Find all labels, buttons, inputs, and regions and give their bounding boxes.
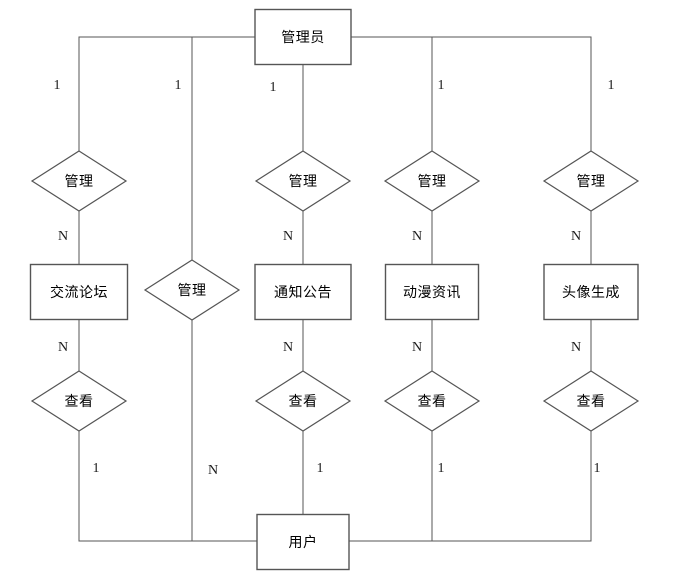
entity-label-avatar: 头像生成 [562, 284, 620, 300]
connector-admin-right-bus [351, 36, 592, 151]
relationship-label-view-forum: 查看 [64, 393, 94, 409]
connector-view-forum-to-user [78, 431, 257, 542]
cardinality-card-notice-view: N [282, 340, 294, 355]
cardinality-card-admin-anime: 1 [437, 78, 445, 93]
relationship-diamond-view-avatar[interactable] [542, 370, 640, 432]
cardinality-card-forum-view: N [57, 340, 69, 355]
cardinality-card-user-manage: N [207, 463, 219, 478]
relationship-label-view-avatar: 查看 [576, 393, 606, 409]
entity-box-avatar[interactable] [543, 263, 639, 321]
entity-box-admin[interactable] [254, 8, 352, 66]
cardinality-card-notice-manage: N [282, 229, 294, 244]
relationship-label-manage-anime: 管理 [417, 173, 447, 189]
cardinality-card-anime-manage: N [411, 229, 423, 244]
cardinality-card-anime-view: N [411, 340, 423, 355]
relationship-label-manage-user: 管理 [177, 282, 207, 298]
relationship-label-view-notice: 查看 [288, 393, 318, 409]
connector-layer [78, 36, 592, 542]
entity-label-anime: 动漫资讯 [403, 284, 461, 300]
entity-box-user[interactable] [256, 513, 350, 571]
relationship-diamond-manage-notice[interactable] [254, 150, 352, 212]
relationship-diamond-view-forum[interactable] [30, 370, 128, 432]
relationship-diamond-manage-user[interactable] [143, 259, 241, 321]
relationship-diamond-view-anime[interactable] [383, 370, 481, 432]
relationship-diamond-manage-avatar[interactable] [542, 150, 640, 212]
relationship-diamond-view-notice[interactable] [254, 370, 352, 432]
entity-label-notice: 通知公告 [274, 284, 332, 300]
cardinality-card-admin-user: 1 [174, 78, 182, 93]
cardinality-card-view-notice-user: 1 [316, 461, 324, 476]
relationship-label-view-anime: 查看 [417, 393, 447, 409]
entity-box-notice[interactable] [254, 263, 352, 321]
relationship-label-manage-forum: 管理 [64, 173, 94, 189]
relationship-label-manage-avatar: 管理 [576, 173, 606, 189]
cardinality-card-avatar-manage: N [570, 229, 582, 244]
cardinality-card-view-anime-user: 1 [437, 461, 445, 476]
relationship-diamond-manage-forum[interactable] [30, 150, 128, 212]
entity-label-forum: 交流论坛 [50, 284, 108, 300]
cardinality-card-view-forum-user: 1 [92, 461, 100, 476]
cardinality-card-admin-avatar: 1 [607, 78, 615, 93]
entity-box-forum[interactable] [29, 263, 129, 321]
relationship-label-manage-notice: 管理 [288, 173, 318, 189]
entity-box-anime[interactable] [384, 263, 480, 321]
cardinality-card-avatar-view: N [570, 340, 582, 355]
cardinality-card-view-avatar-user: 1 [593, 461, 601, 476]
relationship-diamond-manage-anime[interactable] [383, 150, 481, 212]
entity-label-user: 用户 [288, 534, 318, 550]
cardinality-card-forum-manage: N [57, 229, 69, 244]
cardinality-card-admin-forum: 1 [53, 78, 61, 93]
connector-admin-left-bus [78, 36, 255, 151]
connector-user-right-bus [349, 431, 592, 542]
cardinality-card-admin-notice: 1 [269, 80, 277, 95]
shape-layer [29, 8, 640, 571]
entity-label-admin: 管理员 [281, 29, 325, 45]
